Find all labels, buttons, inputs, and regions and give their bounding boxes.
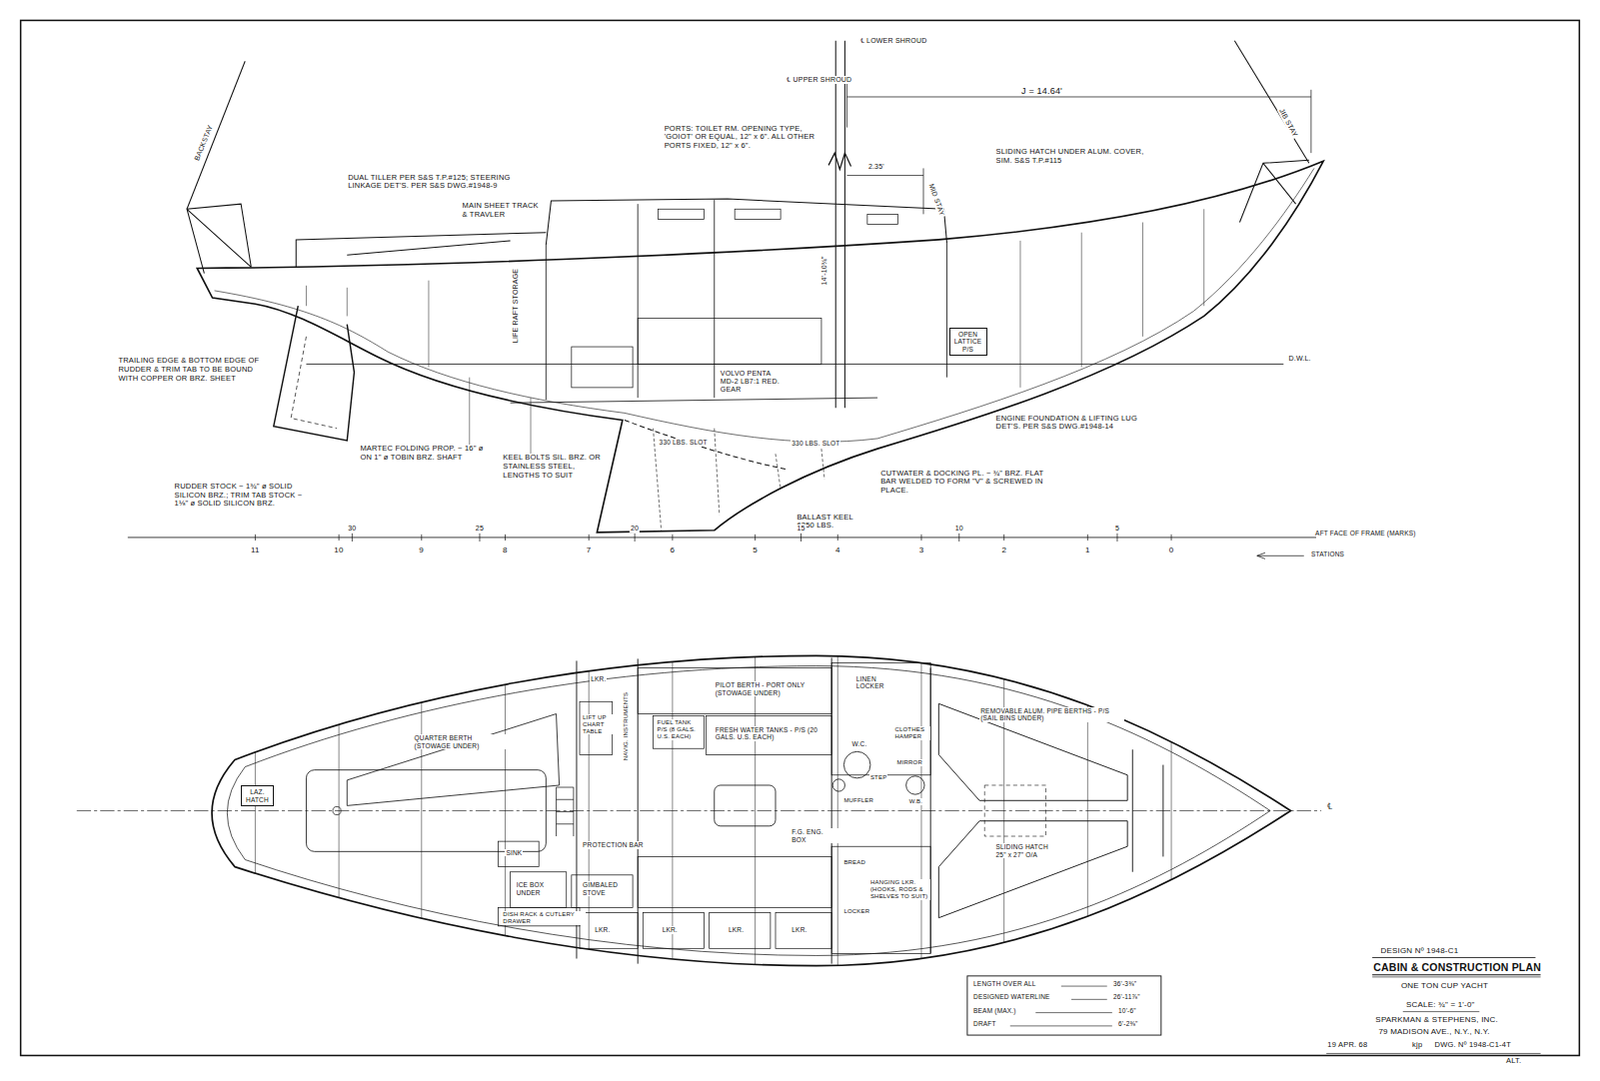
note: AFT FACE OF FRAME (MARKS) xyxy=(1314,529,1419,537)
title-text: kjp xyxy=(1411,1041,1424,1051)
part-label: VOLVO PENTA MD-2 LB7:1 RED. GEAR xyxy=(719,369,785,394)
station-number: 10 xyxy=(332,546,344,556)
station-number: 1 xyxy=(1084,546,1092,556)
station-number: 8 xyxy=(501,546,509,556)
part-label: LINEN LOCKER xyxy=(855,675,899,691)
note: 330 LBS. SLOT xyxy=(790,439,841,447)
table-cell: 6'-2⅜" xyxy=(1117,1020,1140,1028)
part-label: W.C. xyxy=(851,740,869,748)
part-label: W.B. xyxy=(908,798,924,806)
part-label: QUARTER BERTH (STOWAGE UNDER) xyxy=(413,734,508,750)
station-number: 7 xyxy=(585,546,593,556)
part-label: BREAD xyxy=(842,859,867,867)
title-text: DESIGN Nº 1948-C1 xyxy=(1379,946,1460,956)
title-text: 19 APR. 68 xyxy=(1326,1041,1369,1051)
part-label: BACKSTAY xyxy=(192,122,215,163)
part-label: FRESH WATER TANKS - P/S (20 GALS. U.S. E… xyxy=(714,726,831,742)
title-text: SCALE: ¾" = 1'-0" xyxy=(1405,1000,1477,1010)
part-label: LKR. xyxy=(589,675,607,683)
table-cell: DRAFT xyxy=(972,1020,998,1028)
note: DUAL TILLER PER S&S T.P.#125; STEERING L… xyxy=(346,173,517,191)
part-label: MUFFLER xyxy=(842,797,875,805)
note: PORTS: TOILET RM. OPENING TYPE, 'GOIOT' … xyxy=(663,124,819,151)
note: STATIONS xyxy=(1310,550,1346,558)
station-number: 2 xyxy=(1000,546,1008,556)
part-label: D.W.L. xyxy=(1288,354,1313,363)
note: MARTEC FOLDING PROP. ~ 16" ø ON 1" ø TOB… xyxy=(358,444,492,462)
part-label: SINK xyxy=(504,849,523,857)
title-text: SPARKMAN & STEPHENS, INC. xyxy=(1374,1015,1500,1025)
part-label: ICE BOX UNDER xyxy=(515,881,561,897)
note: CUTWATER & DOCKING PL. ~ ¾" BRZ. FLAT BA… xyxy=(879,469,1056,496)
drawing-title: CABIN & CONSTRUCTION PLAN xyxy=(1372,961,1543,974)
part-label: LIFE RAFT STORAGE xyxy=(511,267,520,344)
part-label: LKR. xyxy=(790,926,808,934)
part-label: PILOT BERTH - PORT ONLY (STOWAGE UNDER) xyxy=(714,681,829,697)
table-cell: DESIGNED WATERLINE xyxy=(972,993,1052,1001)
part-label: MID STAY xyxy=(926,181,947,218)
part-label: HANGING LKR. (HOOKS, RODS & SHELVES TO S… xyxy=(869,879,931,901)
station-number: 3 xyxy=(918,546,926,556)
part-label: PROTECTION BAR xyxy=(581,841,645,849)
title-text: 79 MADISON AVE., N.Y., N.Y. xyxy=(1377,1027,1491,1037)
scale-number: 5 xyxy=(1114,524,1121,533)
part-label: GIMBALED STOVE xyxy=(581,881,627,897)
part-label: ℄ xyxy=(1326,801,1334,812)
part-label: MIRROR xyxy=(895,759,924,767)
box-text: OPEN LATTICE P/S xyxy=(953,330,984,353)
note: 330 LBS. SLOT xyxy=(658,438,709,446)
box-text: LAZ. HATCH xyxy=(244,788,270,804)
part-label: FUEL TANK P/S (8 GALS. U.S. EACH) xyxy=(656,719,705,741)
part-label: LKR. xyxy=(661,926,679,934)
part-label: LIFT UP CHART TABLE xyxy=(581,714,615,736)
scale-number: 30 xyxy=(346,524,357,533)
lattice-box: OPEN LATTICE P/S xyxy=(949,327,988,356)
note: RUDDER STOCK ~ 1¾" ø SOLID SILICON BRZ.;… xyxy=(173,482,309,509)
station-number: 5 xyxy=(751,546,759,556)
part-label: DISH RACK & CUTLERY DRAWER xyxy=(501,911,586,926)
part-label: REMOVABLE ALUM. PIPE BERTHS - P/S (SAIL … xyxy=(979,707,1125,723)
dimension: 14'-10¾" xyxy=(820,254,829,286)
scale-number: 10 xyxy=(954,524,965,533)
dimension: J = 14.64' xyxy=(1020,85,1064,96)
hatch-box: LAZ. HATCH xyxy=(240,785,274,807)
station-number: 6 xyxy=(669,546,677,556)
dimension: 2.35' xyxy=(867,162,886,171)
scale-number: 25 xyxy=(474,524,485,533)
table-cell: 26'-11⅞" xyxy=(1112,993,1142,1001)
part-label: LOCKER xyxy=(842,908,871,916)
part-label: F.G. ENG. BOX xyxy=(790,828,839,844)
scale-number: 15 xyxy=(795,524,806,533)
station-number: 11 xyxy=(249,546,261,556)
station-number: 4 xyxy=(834,546,842,556)
station-number: 9 xyxy=(417,546,425,556)
part-label: STEP xyxy=(869,774,888,782)
title-text: DWG. Nº 1948-C1-4T xyxy=(1434,1041,1513,1051)
part-label: SLIDING HATCH 25" x 27" O/A xyxy=(995,843,1059,859)
scale-number: 20 xyxy=(629,524,640,533)
part-label: LKR. xyxy=(593,926,611,934)
table-cell: 10'-6" xyxy=(1117,1007,1138,1015)
title-text: ONE TON CUP YACHT xyxy=(1400,981,1490,991)
part-label: LKR. xyxy=(727,926,745,934)
part-label: NAVIG. INSTRUMENTS xyxy=(621,691,629,763)
table-cell: BEAM (MAX.) xyxy=(972,1007,1018,1015)
part-label: JIB STAY xyxy=(1276,105,1300,139)
title-text: ALT. xyxy=(1505,1057,1523,1067)
note: ℄ UPPER SHROUD xyxy=(785,75,853,84)
table-cell: 36'-3⅜" xyxy=(1112,980,1138,988)
note: ℄ LOWER SHROUD xyxy=(859,36,929,45)
note: TRAILING EDGE & BOTTOM EDGE OF RUDDER & … xyxy=(116,356,272,383)
note: KEEL BOLTS SIL. BRZ. OR STAINLESS STEEL,… xyxy=(501,453,606,480)
note: ENGINE FOUNDATION & LIFTING LUG DET'S. P… xyxy=(995,414,1161,432)
station-number: 0 xyxy=(1168,546,1176,556)
part-label: CLOTHES HAMPER xyxy=(893,726,931,741)
note: SLIDING HATCH UNDER ALUM. COVER, SIM. S&… xyxy=(995,147,1151,165)
table-cell: LENGTH OVER ALL xyxy=(972,980,1038,988)
note: MAIN SHEET TRACK & TRAVLER xyxy=(461,201,546,219)
